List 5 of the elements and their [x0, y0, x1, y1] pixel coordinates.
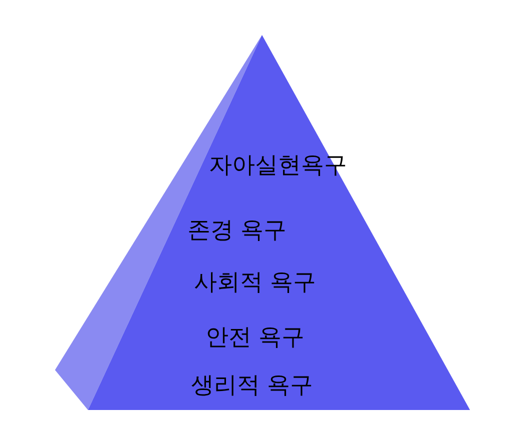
level-label: 생리적 욕구	[190, 372, 314, 400]
level-label: 안전 욕구	[205, 324, 305, 352]
pyramid-shape	[55, 35, 470, 410]
level-label: 사회적 욕구	[194, 268, 316, 298]
level-label: 존경 욕구	[187, 216, 287, 246]
